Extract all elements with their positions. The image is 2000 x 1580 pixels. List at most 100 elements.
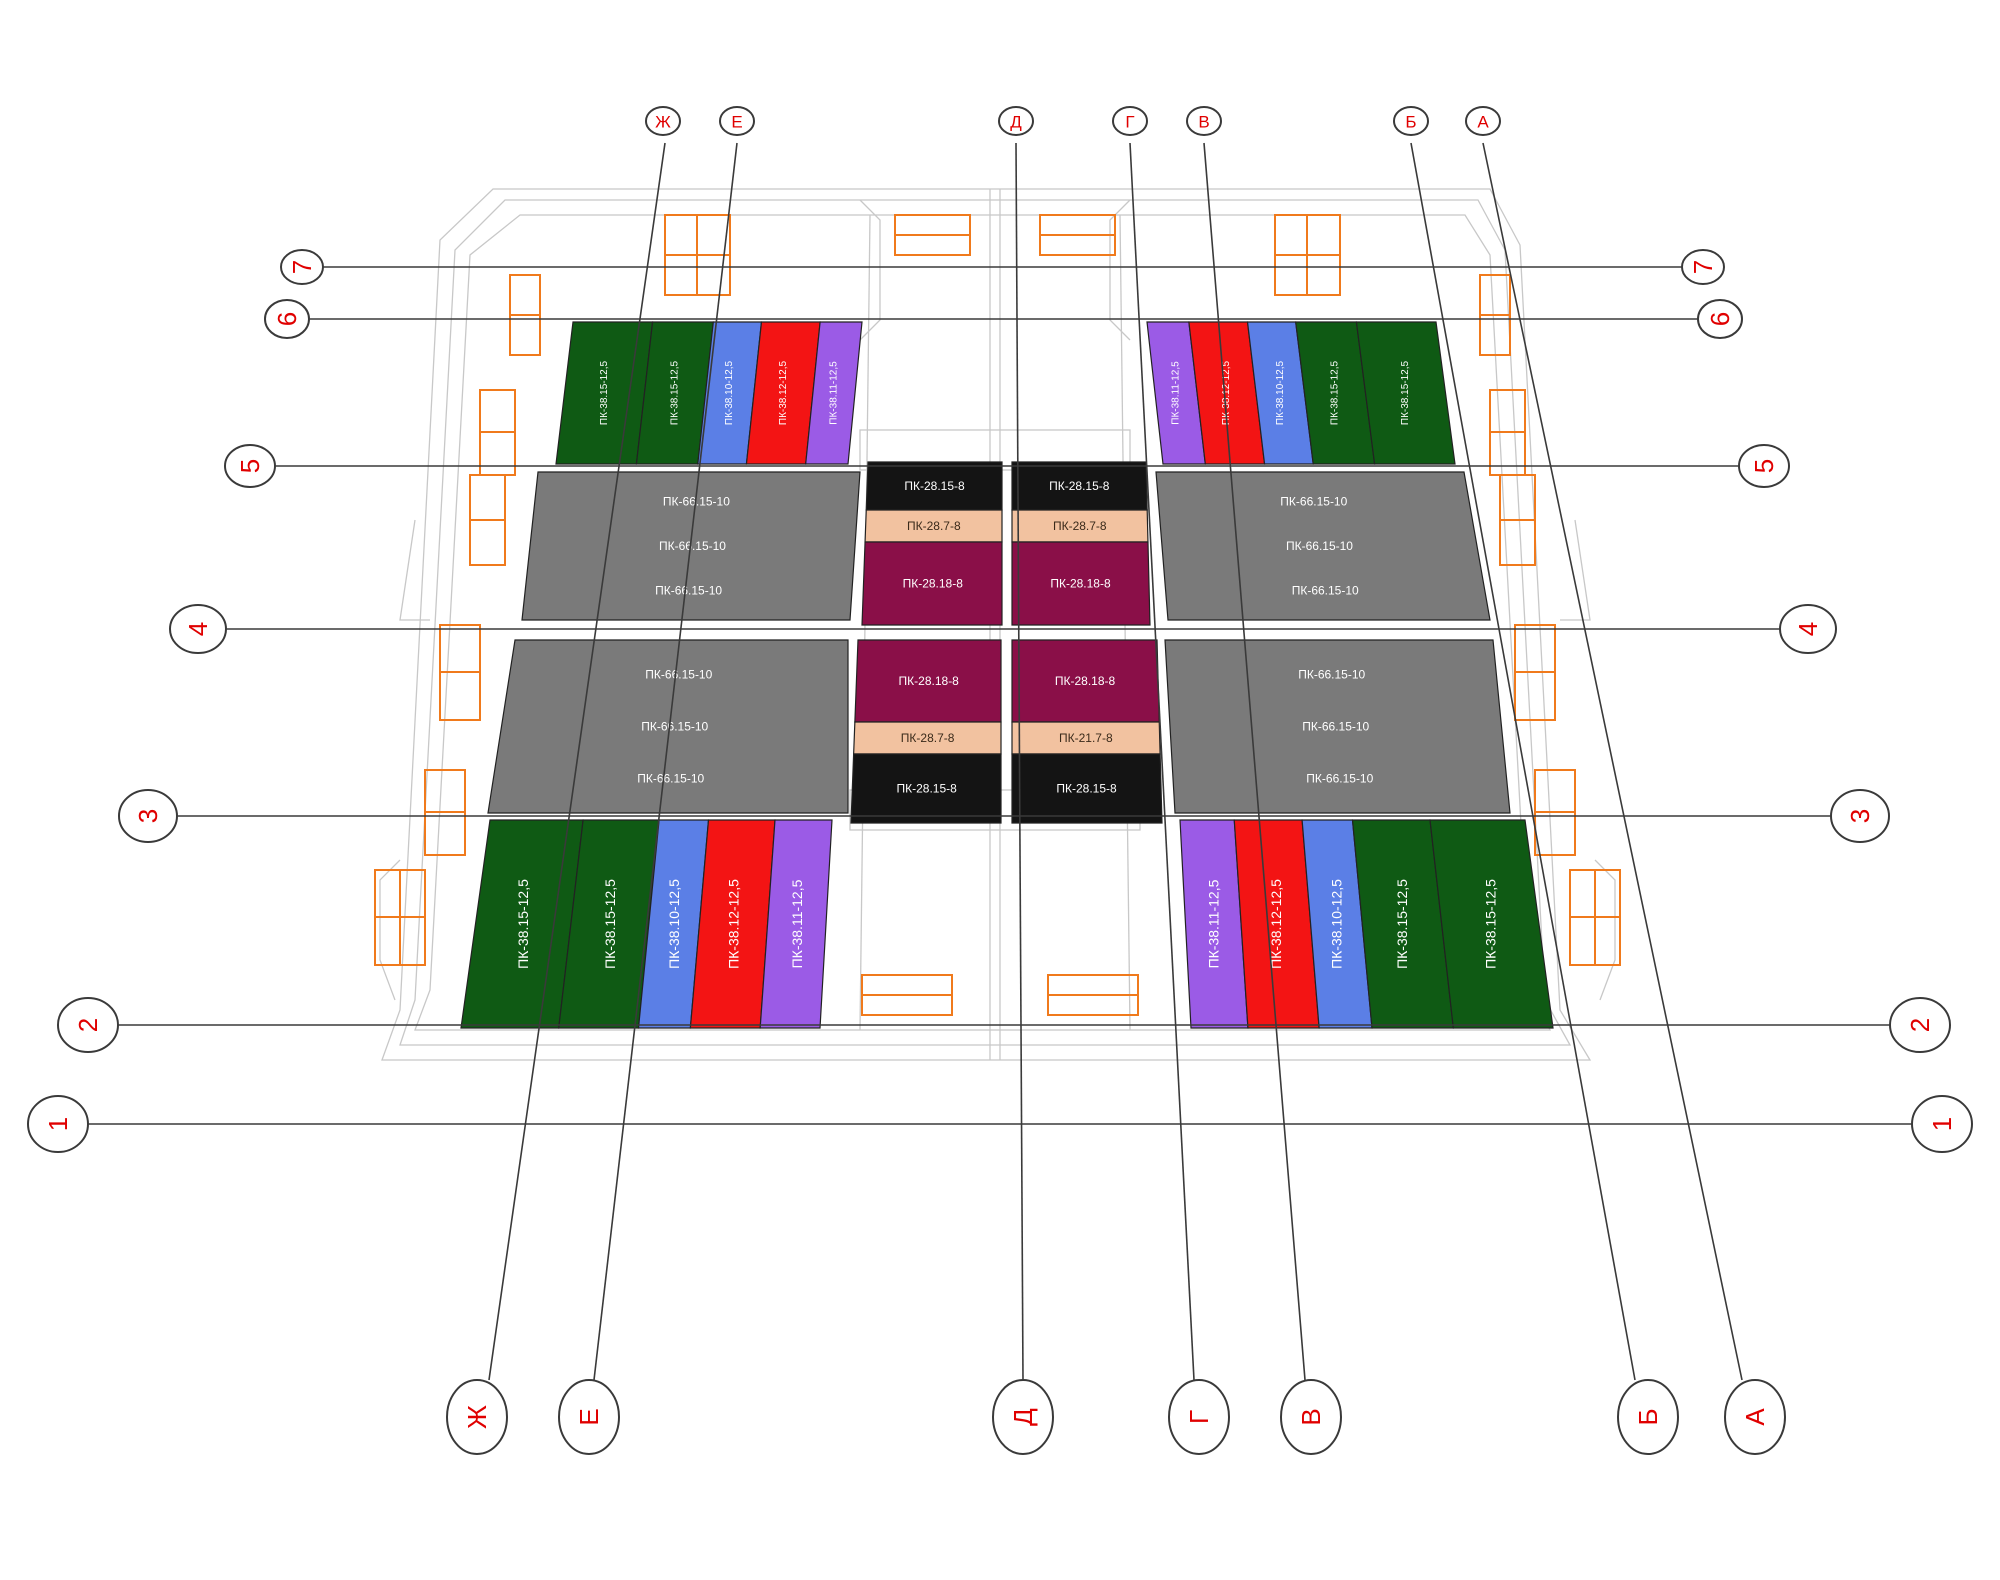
axis-letter-5: ВВ	[1186, 106, 1342, 1455]
axis-label: 3	[1845, 809, 1875, 823]
slab-label: ПК-66.15-10	[1302, 720, 1369, 734]
slab-label: ПК-66.15-10	[1292, 583, 1359, 597]
axis-bubble	[27, 1095, 89, 1153]
axis-line	[593, 142, 738, 1381]
axis-label: 4	[1793, 622, 1823, 636]
window-icon	[1274, 214, 1341, 296]
slab-group-center-upper-right: ПК-28.15-8ПК-28.7-8ПК-28.18-8	[1011, 461, 1151, 626]
slab-label: ПК-38.15-12,5	[1400, 360, 1411, 425]
axis-bubble	[1738, 444, 1790, 488]
slab-label: ПК-28.18-8	[903, 577, 964, 591]
slab-label: ПК-38.11-12,5	[1205, 879, 1221, 968]
axis-bubble	[446, 1379, 508, 1455]
axis-letter-7: АА	[1465, 106, 1786, 1455]
slab-label: ПК-38.11-12,5	[828, 361, 839, 425]
axis-letter-6: ББ	[1393, 106, 1679, 1455]
axis-label: 4	[183, 622, 213, 636]
axis-bubble	[1112, 106, 1148, 136]
slab-label: ПК-28.18-8	[1055, 674, 1116, 688]
window-icon	[861, 974, 953, 1016]
axis-bubble	[645, 106, 681, 136]
axis-letter-3: ДД	[992, 106, 1054, 1455]
axis-bubble	[1724, 1379, 1786, 1455]
axis-bubble	[1186, 106, 1222, 136]
slab-panel	[861, 541, 1003, 626]
axis-letter-1: ЖЖ	[446, 106, 681, 1455]
slab-label: ПК-38.11-12,5	[789, 879, 805, 968]
slab-label: ПК-66.15-10	[645, 668, 712, 682]
axis-bubble	[998, 106, 1034, 136]
slab-group-center-lower-right: ПК-28.18-8ПК-21.7-8ПК-28.15-8	[1011, 639, 1163, 824]
axis-label: 6	[272, 312, 302, 326]
slab-label: ПК-66.15-10	[655, 583, 722, 597]
slab-label: ПК-28.15-8	[1056, 782, 1117, 796]
axis-label: 2	[1905, 1018, 1935, 1032]
axis-label: Б	[1405, 113, 1416, 132]
axis-label: 1	[43, 1117, 73, 1131]
slab-label: ПК-38.10-12,5	[666, 879, 682, 969]
slab-group-center-lower-left: ПК-28.18-8ПК-28.7-8ПК-28.15-8	[850, 639, 1002, 824]
axis-bubble	[1465, 106, 1501, 136]
axis-bubble	[992, 1379, 1054, 1455]
axis-bubble	[169, 604, 227, 654]
slab-label: ПК-38.15-12,5	[602, 879, 618, 969]
axis-bubble	[118, 789, 178, 843]
slab-panel	[1011, 753, 1163, 824]
axis-label: Ж	[462, 1405, 492, 1429]
slab-label: ПК-38.15-12,5	[1329, 360, 1340, 425]
slab-label: ПК-38.10-12,5	[724, 360, 735, 425]
axis-bubble	[264, 299, 310, 339]
axis-bubble	[1830, 789, 1890, 843]
axis-bubble	[1779, 604, 1837, 654]
slab-label: ПК-38.15-12,5	[1394, 879, 1410, 969]
slab-label: ПК-28.7-8	[907, 519, 961, 533]
slab-label: ПК-28.7-8	[1053, 519, 1107, 533]
axis-bubble	[1889, 997, 1951, 1053]
axis-label: Б	[1633, 1408, 1663, 1425]
slab-panel	[1164, 639, 1511, 814]
slab-label: ПК-66.15-10	[659, 539, 726, 553]
axis-label: 6	[1705, 312, 1735, 326]
axis-label: Е	[574, 1408, 604, 1425]
window-icon	[1047, 974, 1139, 1016]
axis-bubble	[1911, 1095, 1973, 1153]
axis-label: Е	[731, 113, 742, 132]
slab-label: ПК-28.15-8	[897, 782, 958, 796]
window-icon	[1479, 274, 1511, 356]
axis-bubble	[1617, 1379, 1679, 1455]
slab-label: ПК-38.15-12,5	[515, 879, 531, 969]
axis-bubble	[1280, 1379, 1342, 1455]
axis-line	[1129, 142, 1195, 1381]
axis-bubble	[1681, 249, 1725, 285]
slab-label: ПК-66.15-10	[641, 720, 708, 734]
axis-label: 5	[1749, 459, 1779, 473]
axis-label: Г	[1125, 113, 1134, 132]
axis-bubble	[719, 106, 755, 136]
slab-label: ПК-28.15-8	[904, 479, 965, 493]
slab-label: ПК-28.18-8	[1050, 577, 1111, 591]
window-icon	[439, 624, 481, 721]
window-icon	[1489, 389, 1526, 476]
slab-panel	[1429, 819, 1554, 1029]
slab-label: ПК-28.15-8	[1049, 479, 1110, 493]
slab-panel	[805, 321, 863, 465]
axis-label: В	[1198, 113, 1209, 132]
window-icon	[509, 274, 541, 356]
axis-bubble	[1168, 1379, 1230, 1455]
slab-panel	[487, 639, 849, 814]
axis-label: 2	[73, 1018, 103, 1032]
slab-group-bottom-left: ПК-38.15-12,5 ПК-38.15-12,5 ПК-38.10-12,5 П…	[460, 819, 833, 1029]
slab-label: ПК-66.15-10	[1280, 495, 1347, 509]
window-icon	[1569, 869, 1621, 966]
window-icon	[1039, 214, 1116, 256]
axis-bubble	[1697, 299, 1743, 339]
